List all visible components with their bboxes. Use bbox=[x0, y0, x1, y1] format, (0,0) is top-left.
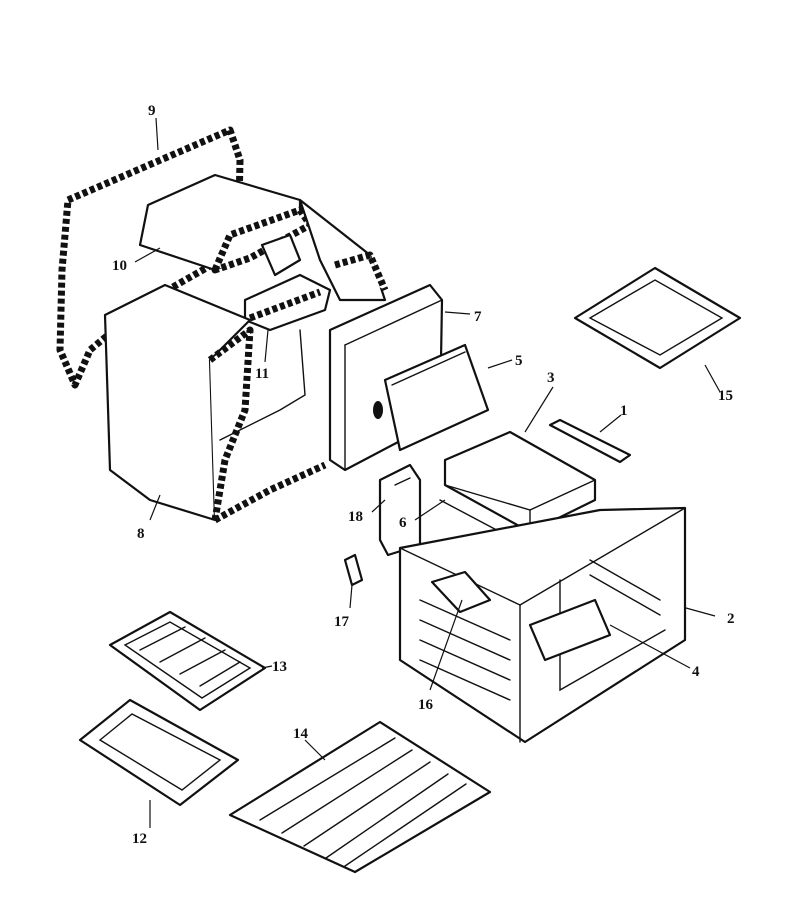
part-8-side-insulation bbox=[103, 283, 327, 524]
part-15-label: 15 bbox=[718, 388, 733, 404]
part-5-window-panel bbox=[383, 343, 490, 452]
part-14-oven-rack bbox=[228, 720, 492, 874]
leader-lines bbox=[134, 117, 721, 828]
part-16-label: 16 bbox=[418, 697, 434, 713]
part-4-label: 4 bbox=[692, 664, 700, 680]
part-18-bracket bbox=[378, 463, 422, 557]
part-1-strip bbox=[548, 418, 632, 464]
part-2-oven-cavity bbox=[398, 506, 687, 744]
part-1-label: 1 bbox=[620, 403, 628, 419]
part-18-label: 18 bbox=[348, 509, 363, 525]
part-10-top-insulation bbox=[138, 173, 389, 302]
part-6-label: 6 bbox=[399, 515, 407, 531]
part-2-label: 2 bbox=[727, 611, 735, 627]
part-13-broiler-grid bbox=[108, 610, 267, 712]
part-13-label: 13 bbox=[272, 659, 287, 675]
part-17-clip bbox=[343, 553, 364, 587]
part-3-label: 3 bbox=[547, 370, 555, 386]
part-17-label: 17 bbox=[334, 614, 350, 630]
part-5-label: 5 bbox=[515, 353, 523, 369]
part-9-label: 9 bbox=[148, 103, 156, 119]
part-7-label: 7 bbox=[474, 309, 482, 325]
part-12-broiler-pan bbox=[78, 698, 240, 807]
part-15-top-frame bbox=[573, 266, 742, 370]
part-14-label: 14 bbox=[293, 726, 309, 742]
part-10-label: 10 bbox=[112, 258, 127, 274]
part-8-label: 8 bbox=[137, 526, 145, 542]
part-11-insulation-piece bbox=[243, 233, 332, 332]
part-11-label: 11 bbox=[255, 366, 269, 382]
part-12-label: 12 bbox=[132, 831, 147, 847]
